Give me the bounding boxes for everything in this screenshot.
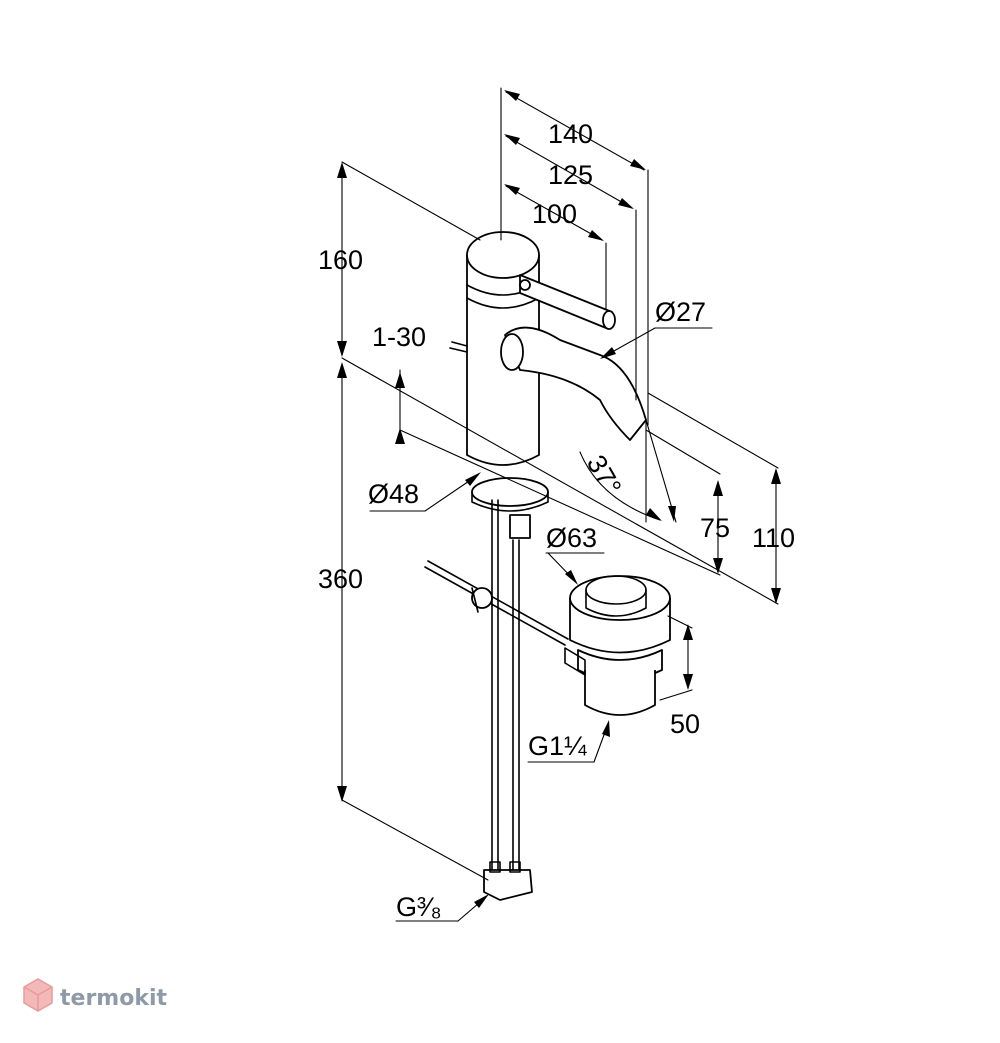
dim-dia27-label: Ø27 [655,297,706,327]
thread-hose-label: G³⁄₈ [396,892,442,922]
thread-drain-label: G1¼ [528,731,587,761]
watermark-logo: termokit [23,978,167,1012]
base-reference-line [341,357,779,605]
leader-g114 [527,720,610,763]
dim-125-label: 125 [548,160,593,190]
dim-160 [337,161,481,357]
dim-1-30 [395,369,721,576]
dim-dia48-label: Ø48 [368,479,419,509]
popup-rod [424,560,569,646]
dim-140 [500,87,649,426]
leader-dia48 [369,472,481,512]
dim-dia63-label: Ø63 [546,523,597,553]
dim-1-30-label: 1-30 [372,322,426,352]
dim-360 [337,362,489,881]
dim-110-label: 110 [752,523,795,553]
supply-hoses [483,499,533,901]
dim-75 [645,429,723,574]
dim-50-label: 50 [670,709,700,739]
dim-360-label: 360 [318,564,363,594]
leader-g38 [395,894,489,922]
watermark-text: termokit [60,986,167,1011]
dim-angle [579,419,677,523]
drain-valve [564,575,671,716]
dim-angle-label: 37° [581,450,627,500]
leader-dia27 [600,327,713,359]
dim-75-label: 75 [700,513,730,543]
dim-125 [504,134,637,401]
dim-140-label: 140 [548,119,593,149]
dim-110 [647,392,781,604]
faucet-body [449,231,647,539]
dim-50 [659,615,693,701]
leader-dia63 [545,552,605,585]
dim-160-label: 160 [318,245,363,275]
dim-100-label: 100 [532,199,577,229]
dim-100 [504,184,607,311]
